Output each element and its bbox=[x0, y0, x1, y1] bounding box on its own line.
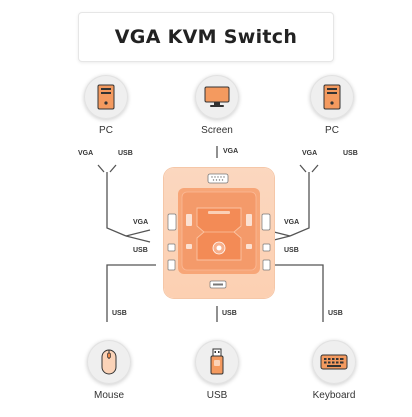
device-usb: USB bbox=[195, 340, 239, 401]
keyboard-usb-label: USB bbox=[328, 310, 343, 317]
left-vga-branch bbox=[125, 229, 151, 237]
left-pc-trunk bbox=[106, 172, 127, 237]
right-pc-vga-line bbox=[311, 164, 319, 173]
mouse-usb-label: USB bbox=[112, 310, 127, 317]
mouse-icon bbox=[101, 349, 117, 375]
device-pc-left: PC bbox=[84, 75, 128, 136]
right-pc-vga-label: VGA bbox=[302, 150, 318, 157]
left-usb-branch bbox=[125, 235, 151, 243]
left-pc-vga-line bbox=[97, 164, 105, 173]
right-switch-usb-label: USB bbox=[284, 247, 299, 254]
mouse-usb-line bbox=[106, 264, 156, 322]
kvm-switch-illustration bbox=[167, 173, 271, 289]
device-screen: Screen bbox=[195, 75, 239, 136]
right-switch-vga-label: VGA bbox=[284, 219, 300, 226]
device-keyboard: Keyboard bbox=[312, 340, 356, 401]
usb-drive-icon bbox=[210, 348, 224, 375]
right-pc-usb-line bbox=[299, 164, 307, 173]
pc-left-badge bbox=[84, 75, 128, 119]
right-pc-usb-label: USB bbox=[343, 150, 358, 157]
pc-right-badge bbox=[310, 75, 354, 119]
mouse-label: Mouse bbox=[93, 390, 124, 401]
pc-tower-icon bbox=[323, 84, 341, 110]
pc-tower-icon bbox=[97, 84, 115, 110]
monitor-icon bbox=[204, 86, 230, 107]
usb-label: USB bbox=[206, 390, 228, 401]
left-switch-vga-label: VGA bbox=[133, 219, 149, 226]
screen-badge bbox=[195, 75, 239, 119]
left-pc-vga-label: VGA bbox=[78, 150, 94, 157]
left-pc-usb-label: USB bbox=[118, 150, 133, 157]
keyboard-label: Keyboard bbox=[312, 390, 356, 401]
keyboard-icon bbox=[320, 354, 348, 370]
mouse-badge bbox=[87, 340, 131, 384]
kvm-switch bbox=[164, 168, 274, 298]
left-switch-usb-label: USB bbox=[133, 247, 148, 254]
left-pc-usb-line bbox=[109, 164, 117, 173]
pc-right-label: PC bbox=[325, 125, 339, 136]
keyboard-badge bbox=[312, 340, 356, 384]
device-pc-right: PC bbox=[310, 75, 354, 136]
diagram-title: VGA KVM Switch bbox=[114, 26, 298, 48]
device-mouse: Mouse bbox=[87, 340, 131, 401]
usbdrive-usb-label: USB bbox=[222, 310, 237, 317]
usb-badge bbox=[195, 340, 239, 384]
keyboard-usb-line bbox=[262, 264, 324, 322]
title-box: VGA KVM Switch bbox=[78, 12, 334, 62]
screen-label: Screen bbox=[201, 125, 233, 136]
screen-vga-label: VGA bbox=[223, 148, 239, 155]
right-pc-trunk bbox=[289, 172, 310, 237]
pc-left-label: PC bbox=[99, 125, 113, 136]
